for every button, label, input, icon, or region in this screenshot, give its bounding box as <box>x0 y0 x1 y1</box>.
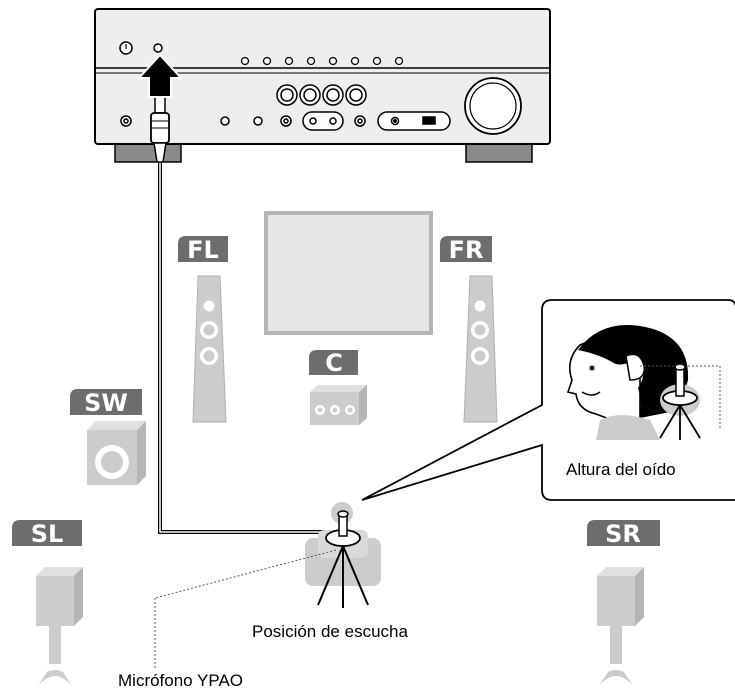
subwoofer <box>87 421 146 485</box>
listener-head-icon <box>566 325 689 440</box>
listening-position-label: Posición de escucha <box>252 622 408 641</box>
mic-leader-line <box>154 549 337 599</box>
speaker-fl <box>192 275 227 423</box>
speaker-fr <box>463 275 498 423</box>
mic-label: Micrófono YPAO <box>118 671 243 690</box>
tv-screen <box>264 211 433 335</box>
label-c: C <box>325 349 343 377</box>
ypao-microphone <box>317 510 369 608</box>
badge-sl: SL <box>12 520 82 548</box>
badge-sw: SW <box>70 389 142 417</box>
badge-fl: FL <box>178 236 228 264</box>
badge-c: C <box>309 349 358 377</box>
speaker-center <box>310 385 367 425</box>
badge-fr: FR <box>440 236 492 264</box>
mic-plug <box>150 96 170 163</box>
insert-arrow-icon <box>136 53 184 98</box>
mic-cable <box>158 162 332 534</box>
label-sw: SW <box>84 389 128 417</box>
label-sr: SR <box>605 520 641 548</box>
av-receiver <box>94 8 551 163</box>
ear-height-callout: Altura del oído <box>361 299 735 501</box>
receiver-body <box>94 8 551 145</box>
label-fr: FR <box>449 236 484 264</box>
bottom-controls <box>120 111 451 131</box>
speaker-sl <box>36 567 83 686</box>
label-sl: SL <box>31 520 64 548</box>
tone-knobs <box>276 84 367 106</box>
mic-jack <box>153 43 163 53</box>
badge-sr: SR <box>587 520 660 548</box>
callout-microphone <box>659 363 701 440</box>
label-fl: FL <box>187 236 219 264</box>
ear-height-label: Altura del oído <box>566 460 676 479</box>
speaker-sr <box>597 567 644 686</box>
top-button-row <box>240 56 404 66</box>
